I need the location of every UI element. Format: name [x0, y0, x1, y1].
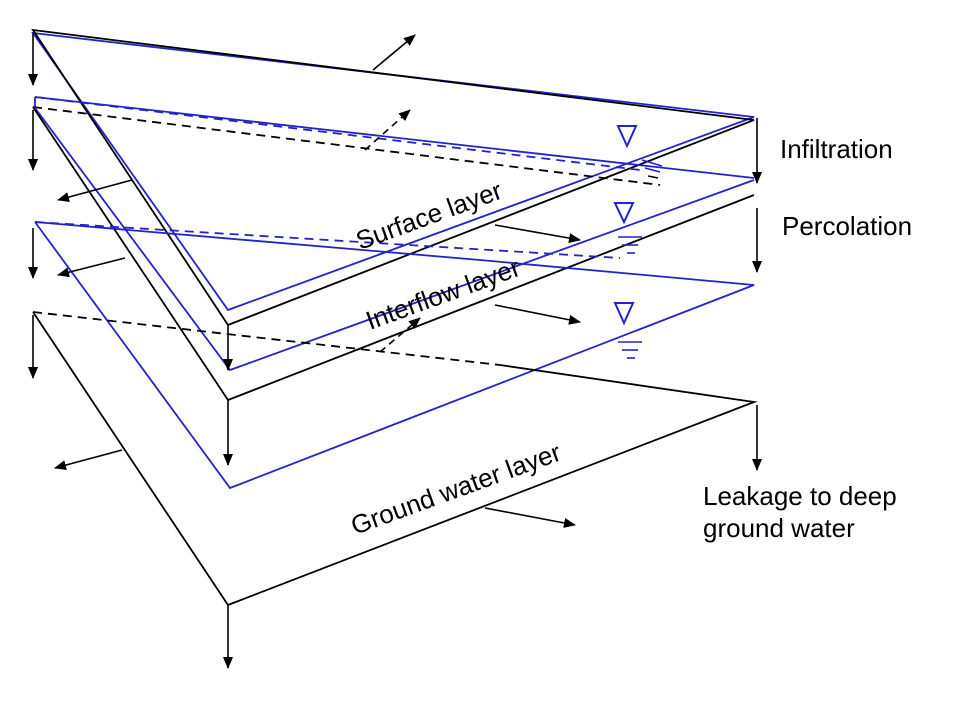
groundwater-lateral-left-arrow: [54, 449, 123, 470]
leakage-label-line1: Leakage to deep: [703, 481, 897, 511]
surface-layer-bottom-plane: [31, 28, 755, 327]
surface-bottom-dashed: [32, 106, 661, 186]
groundwater-top-plane: [34, 221, 755, 490]
surface-lateral-right-arrow: [494, 224, 581, 244]
percolation-label: Percolation: [782, 211, 912, 241]
interflow-hidden-outflow-arrow: [379, 317, 421, 353]
ground-water-layer: [32, 221, 758, 607]
surface-water-table-dashed: [34, 96, 641, 171]
leakage-label-line2: ground water: [703, 513, 855, 543]
surface-lateral-left-arrow: [57, 179, 133, 202]
ground-water-layer-label: Ground water layer: [347, 437, 565, 541]
surface-hidden-outflow-arrow: [364, 109, 411, 151]
groundwater-water-level-symbol: [613, 302, 642, 359]
infiltration-label: Infiltration: [780, 134, 893, 164]
groundwater-hidden-edge: [32, 311, 501, 366]
groundwater-lateral-right-arrow: [484, 507, 576, 528]
interflow-water-level-symbol: [613, 202, 642, 254]
interflow-top-back-edge: [34, 96, 755, 179]
surface-water-level-symbol: [616, 125, 663, 179]
surface-layer: [31, 28, 755, 327]
groundwater-bottom-plane: [32, 311, 758, 607]
surface-layer-label: Surface layer: [352, 175, 507, 256]
lateral-flow-arrows: [54, 34, 581, 528]
water-level-symbols: [613, 125, 663, 359]
interflow-lateral-left-arrow: [57, 257, 126, 278]
vertical-drain-arrows: [28, 33, 233, 669]
interflow-top-edge: [34, 97, 755, 372]
interflow-water-table-dashed: [34, 221, 621, 259]
interflow-lateral-right-arrow: [494, 304, 581, 325]
surface-outflow-arrow: [372, 34, 416, 71]
